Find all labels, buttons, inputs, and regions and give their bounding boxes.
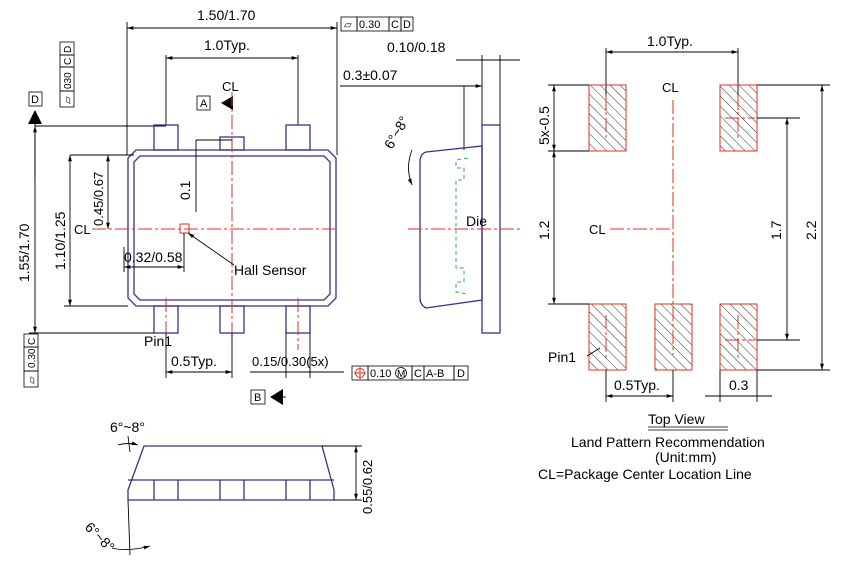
pin1-label: Pin1 [144, 333, 172, 349]
side-body-outline [419, 145, 483, 309]
lead-width-label: 0.15/0.30(5x) [252, 354, 329, 369]
top-lead-right [285, 124, 311, 151]
flatness-ref-c: C [391, 19, 399, 31]
lp-pad-width-label: 0.3 [729, 377, 749, 393]
overall-width-label: 1.50/1.70 [197, 7, 256, 23]
sensor-y-label: 0.45/0.67 [91, 172, 106, 226]
datum-a-triangle [221, 96, 233, 110]
position-ref-c: C [414, 368, 422, 380]
bottom-fcf-ref-c: C [27, 338, 38, 345]
bottom-draft-top-label: 6°~8° [110, 419, 145, 435]
bottom-fcf-flatness-icon: ⏥ [27, 376, 38, 384]
datum-a-label: A [200, 98, 208, 110]
position-tolerance: 0.10 [370, 368, 391, 380]
lp-pad-length-label: 5x-0.5 [536, 106, 552, 145]
bottom-fcf-tolerance: 0.30 [27, 348, 38, 368]
side-draft-angle-label: 6°~8° [381, 113, 412, 151]
position-modifier: M [397, 369, 405, 380]
datum-b-frame [250, 389, 266, 405]
die-label: Die [466, 213, 487, 229]
datum-d-frame [28, 91, 43, 107]
lp-cl-top-label: CL [662, 80, 679, 95]
mmc-icon [395, 367, 407, 379]
cl-top-label: CL [222, 79, 239, 94]
position-ref-ab: A-B [426, 368, 444, 380]
lp-cl-center-label: CL [589, 222, 606, 237]
left-fcf: D C 030 ⏥ [59, 41, 75, 108]
lp-pad-bottom-1 [588, 303, 627, 371]
datum-a-frame [196, 95, 211, 111]
flatness-fcf: ⏥ 0.30 C D [340, 16, 414, 32]
position-ref-d: D [457, 368, 465, 380]
package-body-outline [127, 149, 337, 307]
lp-pin1-label: Pin1 [548, 349, 576, 365]
lead-thickness-label: 0.10/0.18 [387, 39, 446, 55]
lp-caption-3: CL=Package Center Location Line [538, 466, 752, 482]
lp-caption-2: (Unit:mm) [655, 449, 716, 465]
datum-d-triangle [28, 110, 42, 124]
package-body-inner [133, 155, 331, 301]
left-fcf-flatness-icon: ⏥ [63, 96, 74, 104]
body-pitch-label: 1.0Typ. [204, 37, 250, 53]
left-fcf-tolerance: 030 [63, 72, 74, 89]
flatness-tolerance: 0.30 [359, 19, 380, 31]
lp-caption-1: Land Pattern Recommendation [571, 434, 765, 450]
standoff-label: 0.3±0.07 [343, 67, 398, 83]
lp-view-title: Top View [648, 411, 705, 427]
bottom-left-fcf: C 0.30 ⏥ [23, 333, 39, 388]
lp-pad-top-left [588, 84, 627, 152]
side-view: 0.10/0.18 0.3±0.07 6°~8° Die [340, 39, 520, 334]
left-fcf-ref-c: C [63, 58, 74, 65]
flatness-icon: ⏥ [344, 20, 352, 31]
body-height-label: 1.10/1.25 [52, 211, 68, 270]
lp-pad-span-label: 1.7 [768, 220, 784, 240]
bottom-height-label: 0.55/0.62 [360, 460, 375, 514]
datum-d-label: D [31, 94, 39, 106]
land-pattern-view: 1.0Typ. CL CL 5x-0.5 1.2 1.7 [536, 33, 830, 482]
lp-pad-bottom-3 [719, 303, 758, 371]
left-fcf-ref-d: D [63, 46, 74, 53]
lp-inner-span-label: 1.2 [536, 220, 552, 240]
lead-pitch-label: 0.5Typ. [171, 353, 217, 369]
top-lead-left [153, 124, 179, 151]
die-outline [455, 157, 469, 295]
offset-0-1-label: 0.1 [177, 180, 193, 200]
lp-pitch-bottom-label: 0.5Typ. [614, 377, 660, 393]
overall-height-label: 1.55/1.70 [16, 223, 32, 282]
datum-b-label: B [254, 392, 261, 404]
bottom-body-outline [127, 445, 335, 501]
flatness-ref-d: D [403, 19, 411, 31]
front-view: 1.50/1.70 ⏥ 0.30 C D 1.0Typ. CL A D [16, 7, 469, 405]
position-fcf: 0.10 M C A-B D [351, 365, 469, 381]
hall-sensor-label: Hall Sensor [234, 262, 307, 278]
hall-sensor-marker [179, 223, 190, 234]
cl-left-label: CL [74, 222, 91, 237]
sensor-x-label: 0.32/0.58 [124, 249, 183, 265]
bottom-view: 6°~8° 0.55/0.62 6°~8° [82, 419, 375, 556]
bottom-draft-bottom-label: 6°~8° [82, 519, 118, 555]
lp-overall-span-label: 2.2 [803, 220, 819, 240]
lp-pitch-top-label: 1.0Typ. [647, 33, 693, 49]
datum-b-triangle [270, 389, 283, 405]
